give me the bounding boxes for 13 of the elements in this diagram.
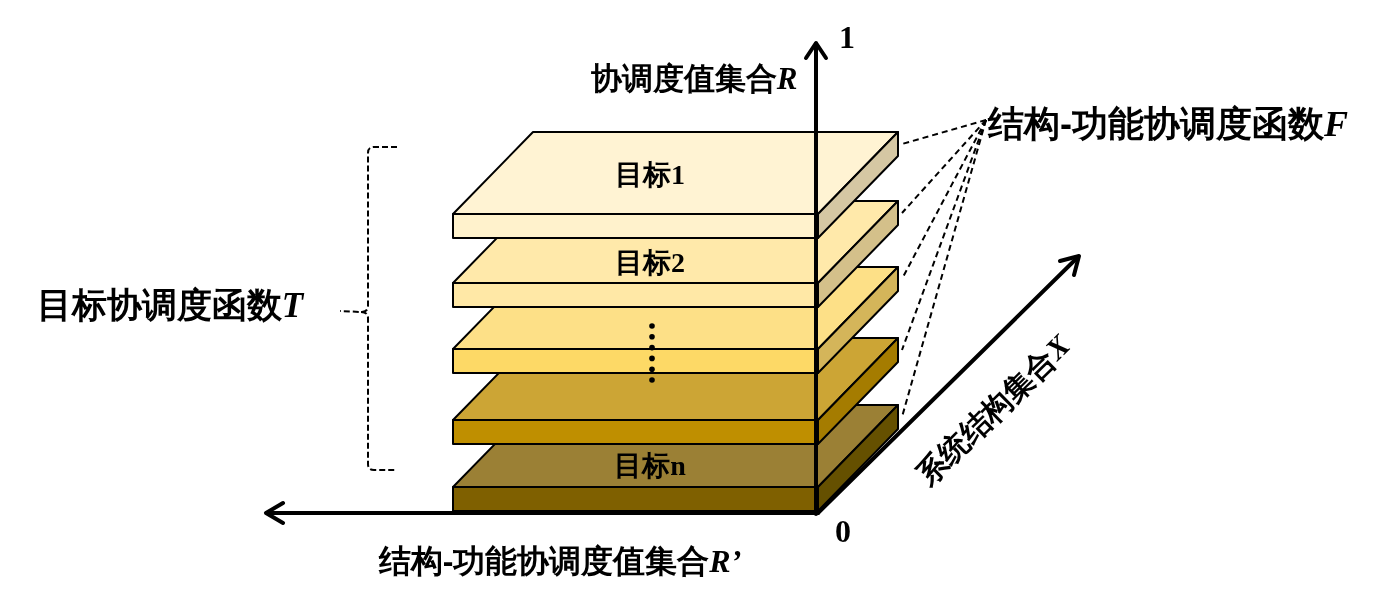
callout-label: 结构-功能协调度函数F xyxy=(988,103,1348,145)
axis-title: 结构-功能协调度值集合R’ xyxy=(378,544,742,580)
axis-title: 系统结构集合X xyxy=(910,328,1076,492)
layer-label: 目标1 xyxy=(615,159,685,191)
brace-label: 目标协调度函数T xyxy=(36,286,304,326)
layer-label: 目标2 xyxy=(615,247,685,279)
axis-title: 协调度值集合R xyxy=(590,61,798,97)
layer-label: 目标n xyxy=(614,450,686,482)
leader-line xyxy=(901,118,987,418)
leader-line xyxy=(901,118,987,145)
leader-line xyxy=(901,118,987,214)
axis-value: 1 xyxy=(839,20,855,56)
axis-value: 0 xyxy=(835,514,851,550)
